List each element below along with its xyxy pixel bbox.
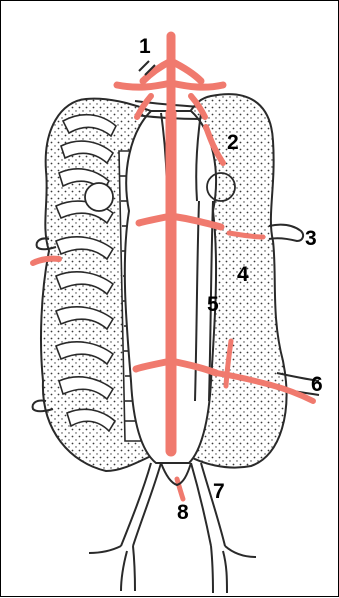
label-2: 2 xyxy=(227,131,239,154)
label-1: 1 xyxy=(139,35,151,58)
label-6: 6 xyxy=(311,373,323,396)
label-8: 8 xyxy=(177,501,189,524)
bottom-ducts xyxy=(89,463,256,593)
left-circle-marker xyxy=(85,183,113,211)
label-3: 3 xyxy=(305,227,317,250)
label-7: 7 xyxy=(213,480,225,503)
label-5: 5 xyxy=(207,293,219,316)
label-4: 4 xyxy=(237,263,249,286)
